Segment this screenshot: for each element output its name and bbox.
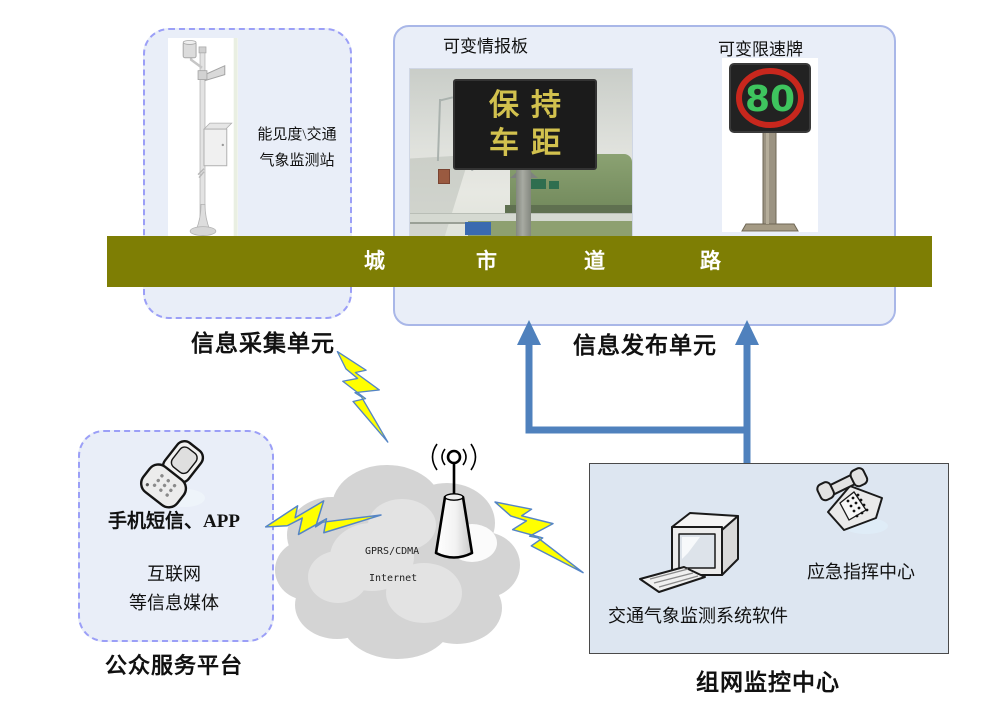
platform-media-label: 等信息媒体 [129, 593, 219, 613]
cloud-icon [275, 465, 520, 659]
lightning-bolt-icon [264, 500, 382, 536]
antenna-icon [431, 443, 477, 559]
computer-image [638, 503, 756, 600]
weather-station-icon [182, 38, 238, 240]
road-bar-char: 路 [700, 249, 721, 273]
vms-display-line1: 保持 [489, 88, 573, 122]
speed-sign-image: 80 [722, 58, 818, 232]
vms-board-pole [516, 168, 531, 241]
telephone-icon [816, 467, 888, 534]
flip-phone-icon [139, 440, 205, 509]
up-arrowhead [517, 320, 541, 345]
vms-green-sign [530, 179, 546, 189]
station-caption: 能见度\交通气象监测站 [257, 127, 337, 170]
road-bar-char: 市 [476, 249, 497, 273]
emergency-center-label: 应急指挥中心 [807, 562, 915, 582]
monitor-center-box [589, 463, 949, 654]
publish-unit-label: 信息发布单元 [573, 333, 717, 358]
collection-unit-label: 信息采集单元 [191, 331, 335, 356]
road-bar: 城 市 道 路 [107, 236, 932, 287]
vms-display-line2: 车距 [489, 126, 573, 160]
cloud-internet-label: Internet [369, 573, 418, 584]
vms-lamp-pole [436, 98, 442, 162]
software-label: 交通气象监测系统软件 [608, 606, 788, 626]
platform-internet-label: 互联网 [147, 564, 201, 584]
weather-station-image [168, 38, 238, 240]
flip-phone-image [133, 440, 213, 513]
road-bar-char: 道 [584, 249, 605, 273]
vms-truck [438, 169, 450, 184]
monitor-to-publish-connector [517, 320, 759, 463]
telephone-image [816, 467, 894, 538]
up-arrowhead [735, 320, 759, 345]
cloud-gprs-label: GPRS/CDMA [365, 546, 420, 557]
speed-sign-label: 可变限速牌 [718, 40, 803, 59]
road-bar-char: 城 [364, 249, 385, 273]
speed-sign-icon: 80 [729, 63, 811, 232]
speed-value: 80 [745, 79, 795, 120]
vms-green-sign [549, 181, 559, 189]
lightning-bolt-icon [336, 350, 389, 443]
vms-label: 可变情报板 [443, 37, 528, 56]
vms-photo: 保持 车距 [409, 68, 633, 242]
platform-sms-label: 手机短信、APP [108, 511, 240, 532]
computer-icon [639, 512, 739, 593]
platform-label: 公众服务平台 [104, 653, 243, 678]
vms-lamp-arm [438, 96, 454, 102]
lightning-bolt-icon [494, 501, 584, 574]
vms-board: 保持 车距 [453, 79, 597, 170]
monitor-center-label: 组网监控中心 [696, 670, 840, 695]
vms-barrier [465, 222, 491, 235]
